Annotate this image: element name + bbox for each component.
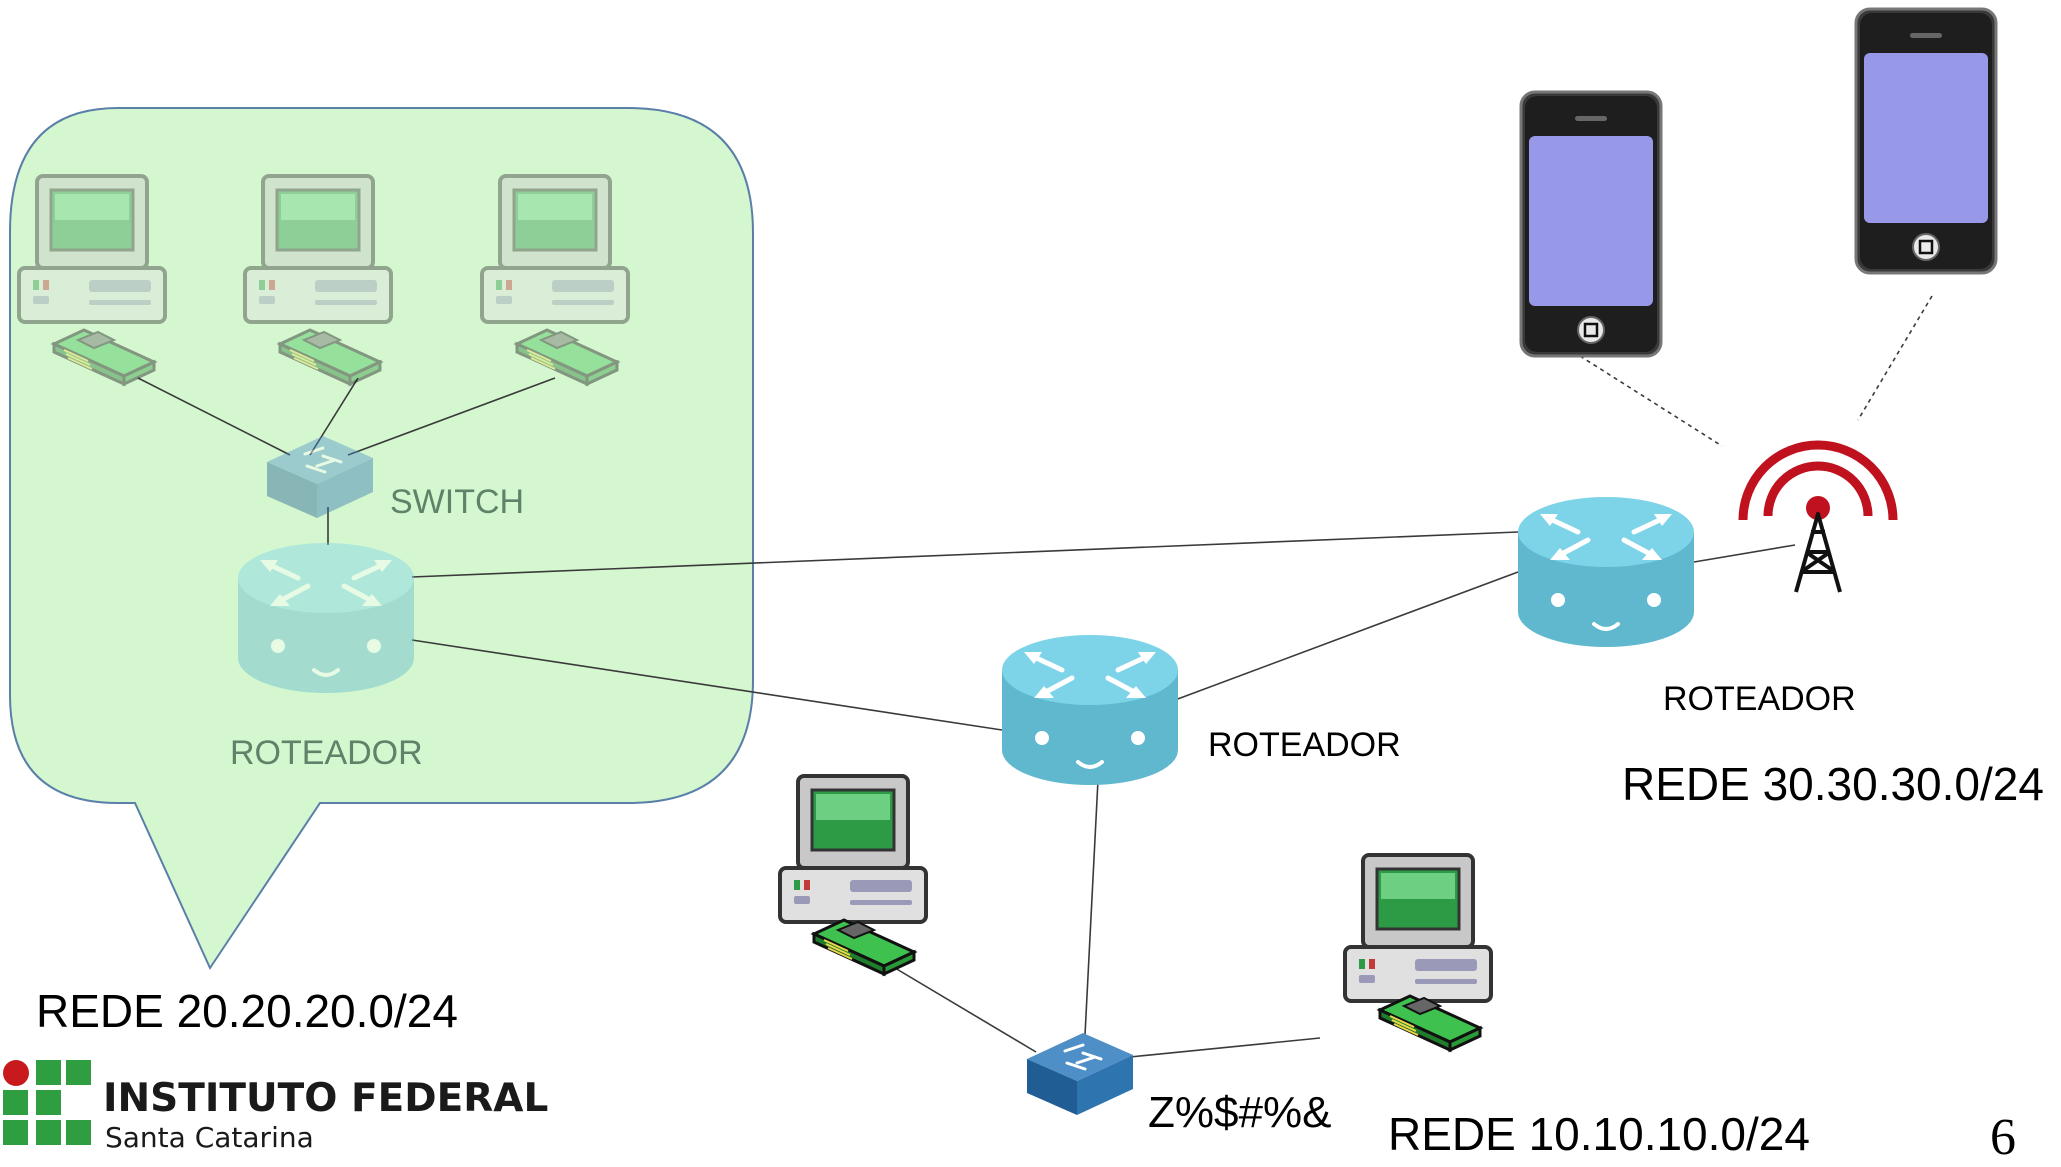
network-card-icon [812, 918, 916, 976]
router-icon [238, 543, 414, 693]
pc-icon [17, 174, 167, 324]
logo-subtitle: Santa Catarina [105, 1121, 314, 1154]
pc-icon [243, 174, 393, 324]
page-number: 6 [1990, 1109, 2016, 1166]
logo-title: INSTITUTO FEDERAL [103, 1076, 549, 1121]
router-label: ROTEADOR [230, 734, 423, 772]
smartphone-icon [1519, 90, 1663, 358]
connections [137, 377, 1796, 1058]
network-label: REDE 10.10.10.0/24 [1388, 1108, 1810, 1160]
switch-label: Z%$#%& [1148, 1088, 1332, 1137]
router-label: ROTEADOR [1208, 726, 1401, 764]
wireless-links [1579, 295, 1933, 447]
router-icon [1002, 635, 1178, 785]
router-label: ROTEADOR [1663, 680, 1856, 718]
network-label: REDE 20.20.20.0/24 [36, 985, 458, 1037]
network-label: REDE 30.30.30.0/24 [1622, 758, 2044, 810]
ifsc-logo-icon [3, 1060, 91, 1145]
pc-icon [480, 174, 630, 324]
pc-icon [1343, 853, 1493, 1003]
switch-label: SWITCH [390, 483, 525, 521]
router-icon [1518, 497, 1694, 647]
smartphone-icon [1854, 7, 1998, 275]
network-card-icon [1378, 994, 1482, 1052]
switch-icon [1025, 1031, 1135, 1117]
pc-icon [778, 774, 928, 924]
wifi-tower-icon [1738, 440, 1898, 593]
